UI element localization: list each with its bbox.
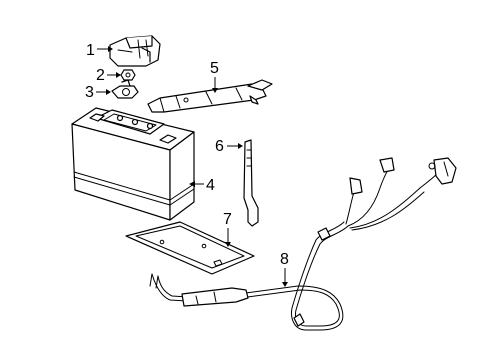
battery-tray xyxy=(125,221,255,275)
callout-2-label: 5 xyxy=(210,60,219,77)
callout-8: 8 xyxy=(280,251,289,287)
terminal-clamp xyxy=(111,79,139,99)
terminal-nut xyxy=(120,69,136,81)
callout-4-label: 7 xyxy=(223,211,232,228)
callout-3-label: 6 xyxy=(215,138,224,155)
callout-7: 1 xyxy=(86,42,113,59)
callout-5-label: 3 xyxy=(85,84,94,101)
callout-1: 4 xyxy=(189,177,215,194)
hold-down-bolt xyxy=(243,139,259,227)
callout-5: 3 xyxy=(85,84,111,101)
terminal-cover xyxy=(109,35,161,67)
callout-6-label: 2 xyxy=(96,67,105,84)
callout-2: 5 xyxy=(210,60,219,93)
battery-cable-harness xyxy=(149,157,457,331)
callout-7-label: 1 xyxy=(86,42,95,59)
callout-6: 2 xyxy=(96,67,121,84)
callout-8-label: 8 xyxy=(280,251,289,268)
callout-1-label: 4 xyxy=(206,177,215,194)
battery xyxy=(71,107,195,221)
hold-down-clamp xyxy=(147,79,273,113)
callout-3: 6 xyxy=(215,138,243,155)
callout-4: 7 xyxy=(223,211,232,247)
